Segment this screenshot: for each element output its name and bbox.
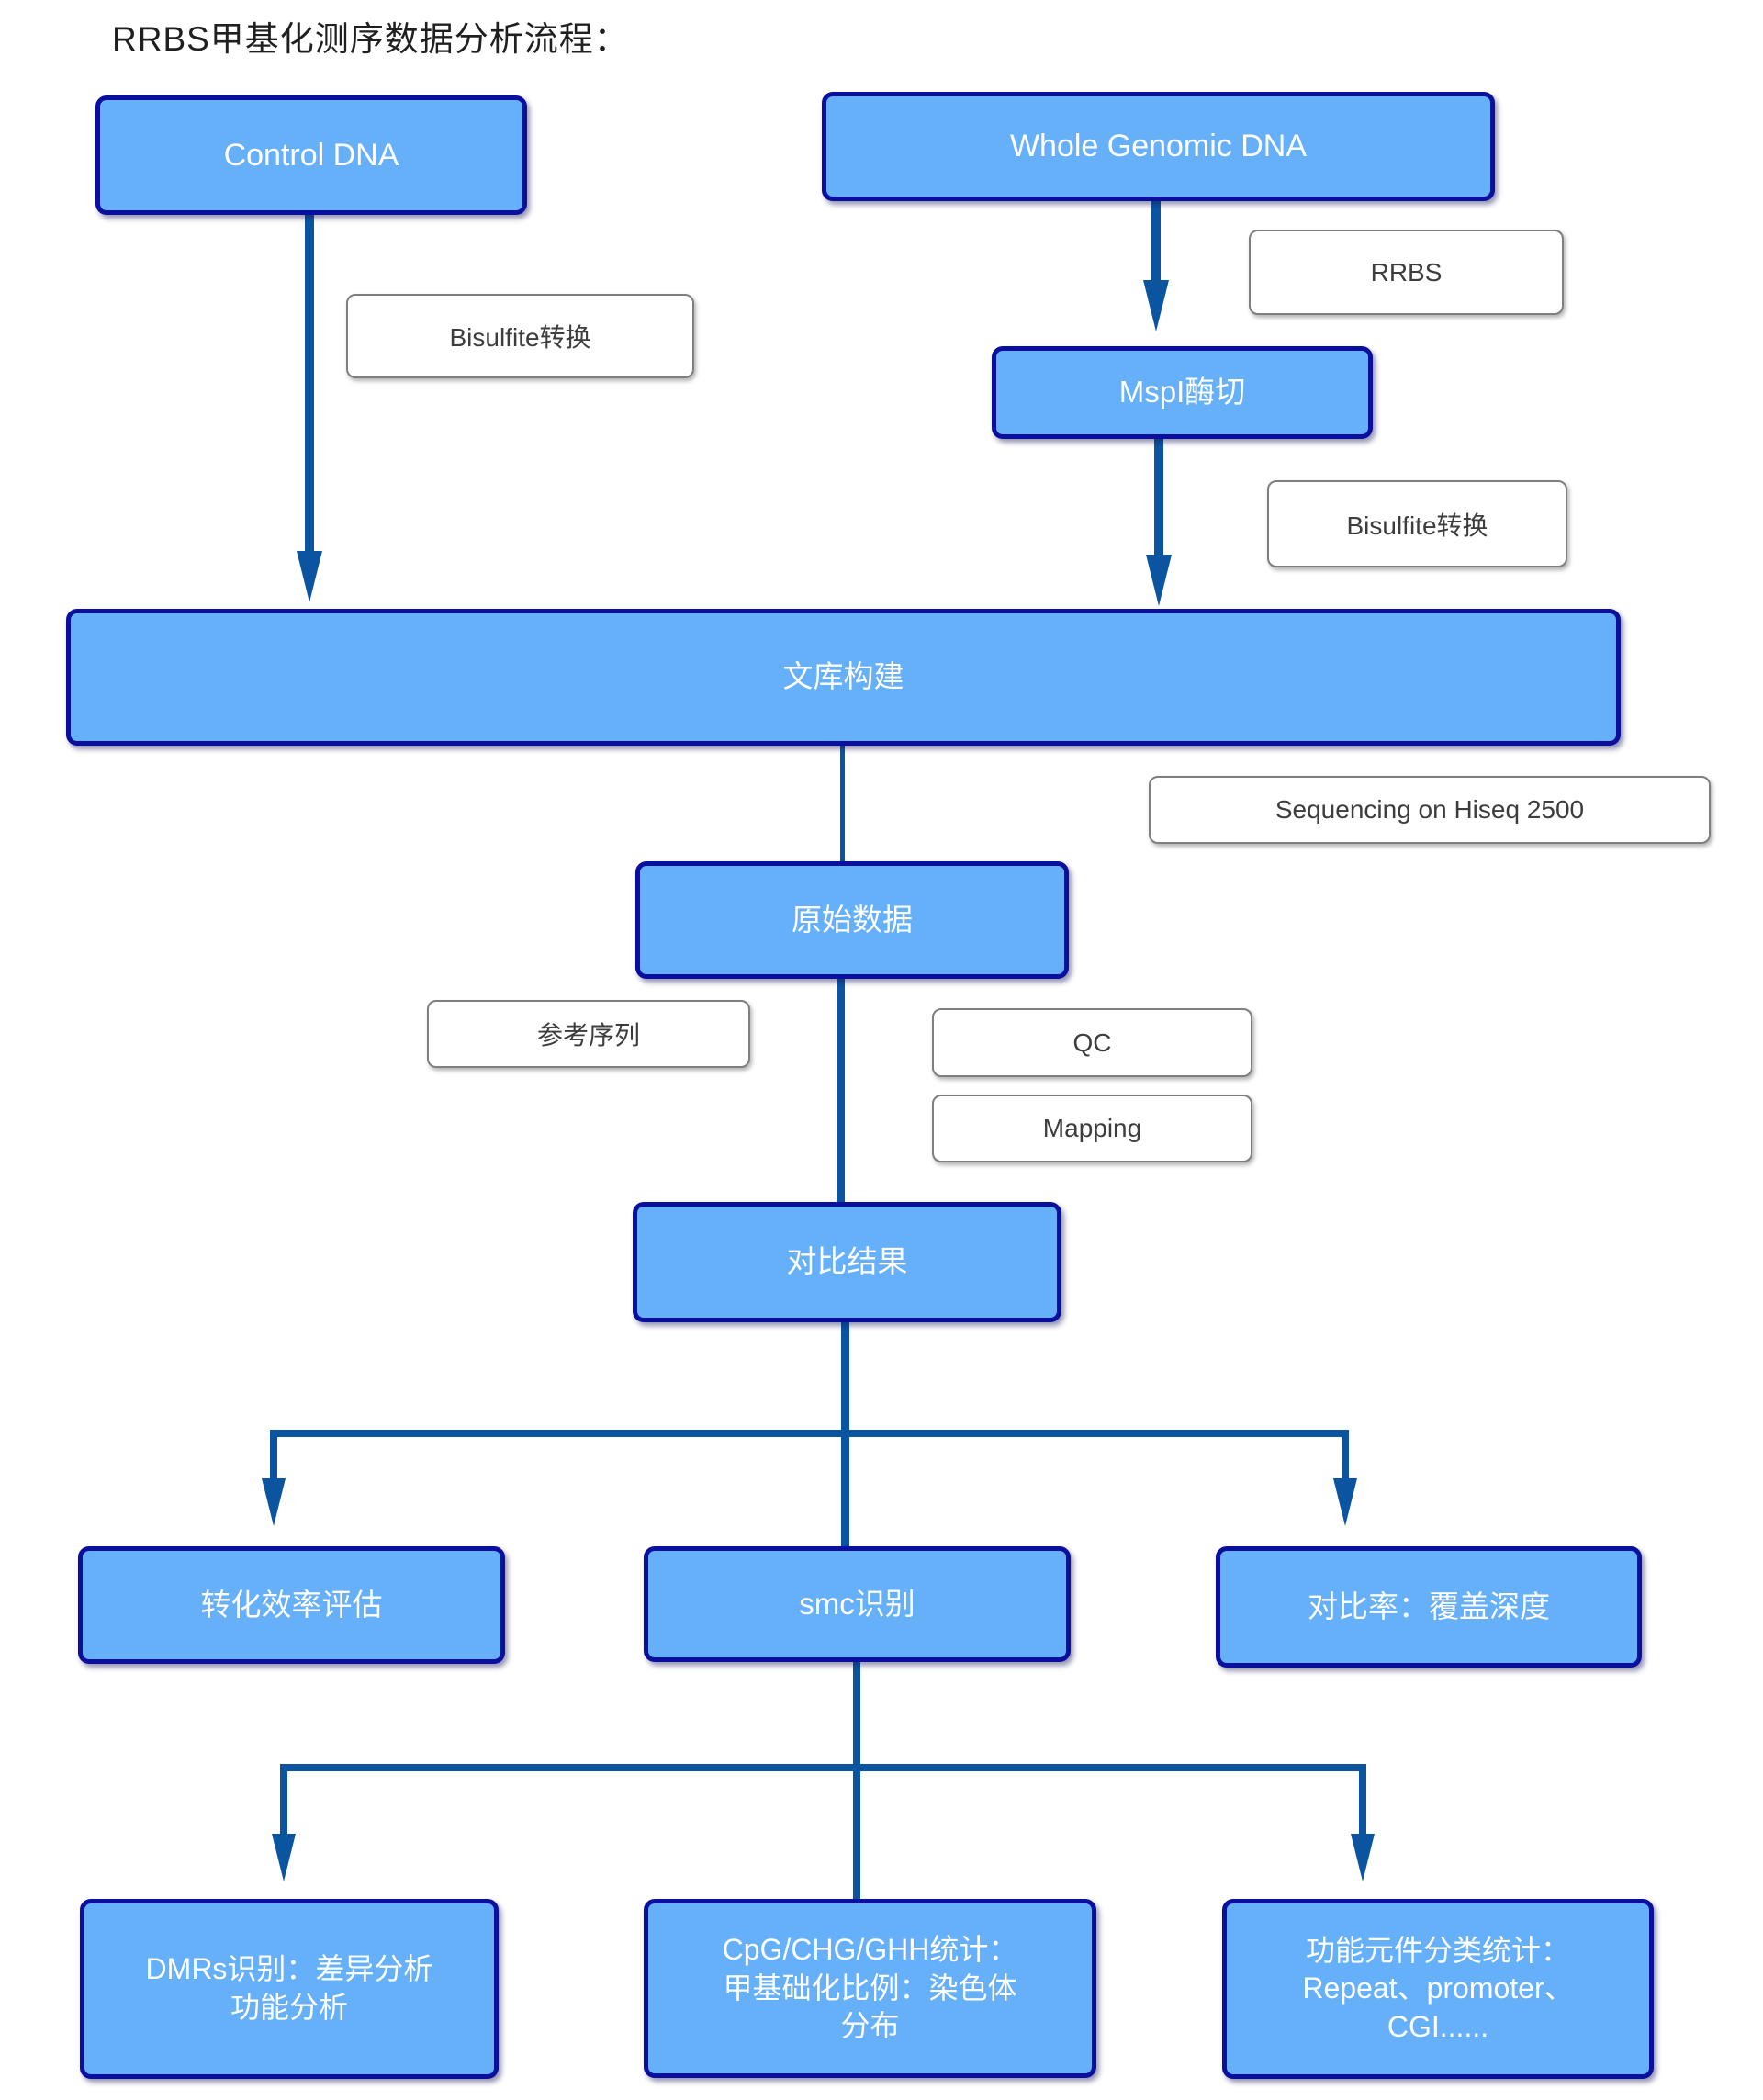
connector-rawdata-to-alignment	[837, 977, 845, 1203]
label-mapping: Mapping	[932, 1095, 1252, 1162]
arrowhead-branch1-left	[262, 1478, 286, 1526]
arrowhead-branch2-right	[1351, 1834, 1375, 1881]
label-mapping-text: Mapping	[1042, 1114, 1142, 1142]
node-mspi-digestion-label: MspI酶切	[1118, 375, 1246, 410]
connector-control-to-library	[305, 215, 314, 553]
node-whole-genomic-dna: Whole Genomic DNA	[822, 92, 1495, 201]
label-bisulfite-right-text: Bisulfite转换	[1346, 511, 1488, 540]
node-library-construction: 文库构建	[66, 609, 1621, 746]
connector-library-to-rawdata	[840, 745, 845, 862]
node-cpg-stats-line3: 分布	[840, 2009, 900, 2043]
node-library-construction-label: 文库构建	[782, 659, 904, 694]
node-alignment-result: 对比结果	[633, 1202, 1061, 1322]
label-sequencing-text: Sequencing on Hiseq 2500	[1275, 795, 1585, 824]
label-rrbs: RRBS	[1249, 230, 1564, 315]
node-mspi-digestion: MspI酶切	[992, 346, 1373, 439]
label-qc: QC	[932, 1008, 1252, 1077]
page-title: RRBS甲基化测序数据分析流程：	[112, 20, 629, 58]
node-conversion-efficiency: 转化效率评估	[78, 1546, 505, 1664]
node-functional-elements: 功能元件分类统计： Repeat、promoter、 CGI......	[1222, 1899, 1654, 2079]
node-functional-elements-line2: Repeat、promoter、	[1302, 1971, 1574, 2005]
arrowhead-branch1-right	[1333, 1478, 1357, 1526]
node-cpg-stats-line1: CpG/CHG/GHH统计：	[722, 1933, 1018, 1967]
connector-mspi-to-library	[1154, 439, 1163, 556]
node-conversion-efficiency-label: 转化效率评估	[200, 1587, 383, 1622]
label-bisulfite-left-text: Bisulfite转换	[449, 323, 591, 352]
node-mapping-rate-depth-label: 对比率：覆盖深度	[1308, 1589, 1550, 1623]
branch1-right-stem	[1342, 1430, 1349, 1480]
branch1-horizontal-line	[270, 1430, 1349, 1437]
connector-alignment-to-branch	[841, 1320, 849, 1437]
label-qc-text: QC	[1072, 1028, 1112, 1057]
node-raw-data: 原始数据	[635, 861, 1069, 979]
label-sequencing: Sequencing on Hiseq 2500	[1149, 776, 1711, 844]
node-smc-identification: smc识别	[644, 1546, 1071, 1662]
branch2-right-stem	[1359, 1764, 1366, 1836]
node-whole-genomic-dna-label: Whole Genomic DNA	[1009, 129, 1308, 164]
branch2-left-stem	[280, 1764, 287, 1836]
node-mapping-rate-depth: 对比率：覆盖深度	[1216, 1546, 1642, 1668]
arrowhead-genomic-to-mspi	[1143, 280, 1169, 331]
label-reference-sequence-text: 参考序列	[536, 1021, 640, 1050]
node-dmrs-line2: 功能分析	[230, 1991, 348, 2024]
node-smc-identification-label: smc识别	[799, 1586, 915, 1621]
node-cpg-stats-line2: 甲基础化比例：染色体	[723, 1971, 1017, 2005]
node-cpg-stats: CpG/CHG/GHH统计： 甲基础化比例：染色体 分布	[644, 1899, 1096, 2078]
branch2-middle-stem	[853, 1764, 860, 1899]
node-dmrs: DMRs识别：差异分析 功能分析	[80, 1899, 499, 2079]
connector-smc-to-branch	[853, 1660, 860, 1771]
node-control-dna: Control DNA	[95, 95, 527, 215]
node-functional-elements-line3: CGI......	[1387, 2009, 1489, 2043]
node-alignment-result-label: 对比结果	[786, 1244, 908, 1279]
node-functional-elements-line1: 功能元件分类统计：	[1305, 1933, 1570, 1967]
connector-genomic-to-mspi	[1151, 201, 1161, 282]
branch1-middle-stem	[841, 1430, 849, 1546]
node-dmrs-line1: DMRs识别：差异分析	[145, 1952, 433, 1986]
node-raw-data-label: 原始数据	[792, 902, 913, 937]
arrowhead-control-to-library	[297, 551, 322, 602]
label-rrbs-text: RRBS	[1370, 257, 1443, 286]
arrowhead-branch2-left	[272, 1834, 296, 1881]
arrowhead-mspi-to-library	[1146, 555, 1172, 606]
label-reference-sequence: 参考序列	[427, 1000, 750, 1068]
branch1-left-stem	[270, 1430, 277, 1480]
label-bisulfite-right: Bisulfite转换	[1267, 480, 1567, 567]
branch2-horizontal-line	[280, 1764, 1366, 1771]
label-bisulfite-left: Bisulfite转换	[346, 294, 694, 378]
node-control-dna-label: Control DNA	[223, 137, 399, 173]
